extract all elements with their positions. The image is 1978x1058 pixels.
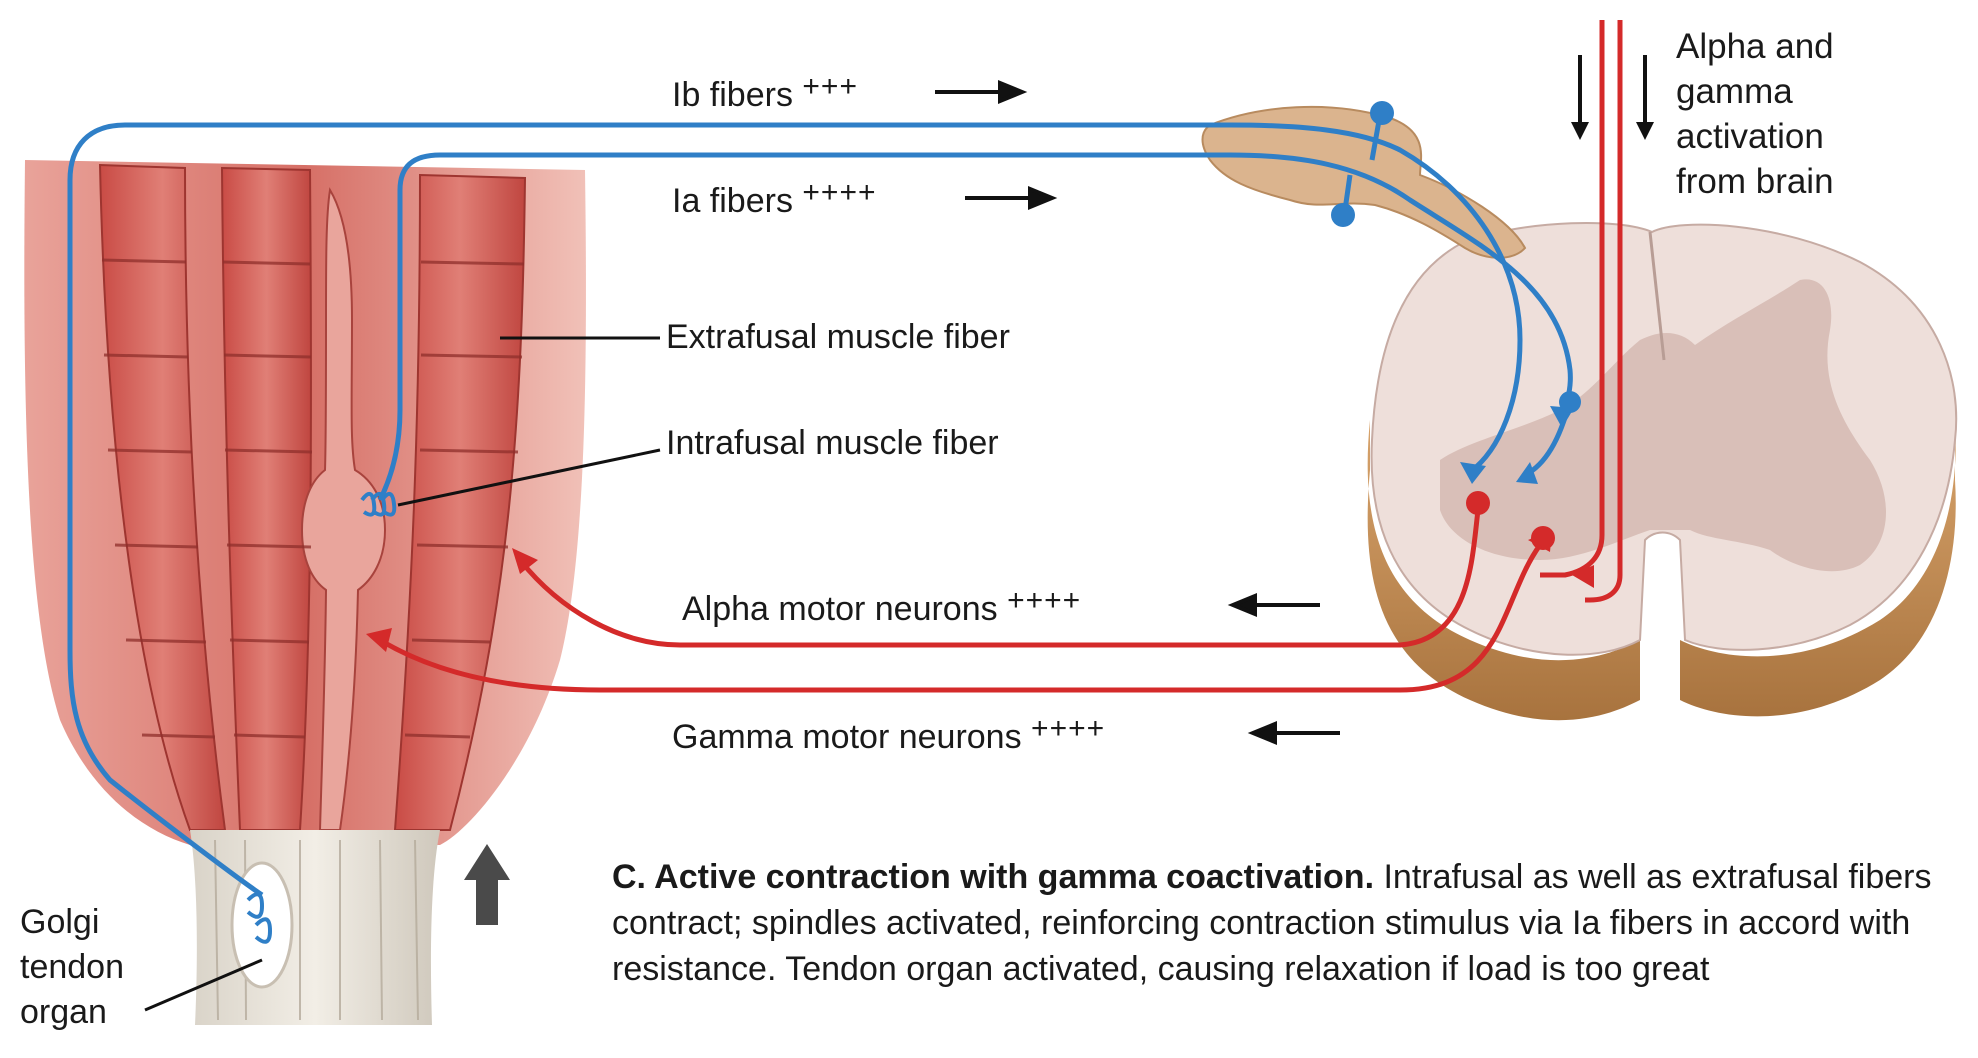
muscle-fiber bbox=[220, 166, 312, 831]
ib-fibers-label: Ib fibers +++ bbox=[672, 70, 858, 115]
dorsal-root-ganglion bbox=[1201, 105, 1527, 259]
figure-caption: C. Active contraction with gamma coactiv… bbox=[612, 854, 1972, 992]
ib-fiber-pathway bbox=[67, 101, 1523, 898]
golgi-tendon-organ-label: Golgi tendon organ bbox=[20, 900, 124, 1035]
gamma-motor-neuron bbox=[1531, 526, 1555, 550]
muscle-striations bbox=[101, 258, 525, 739]
ia-fibers-label: Ia fibers ++++ bbox=[672, 176, 876, 221]
muscle bbox=[24, 160, 586, 1025]
golgi-label-line: tendon bbox=[20, 948, 124, 986]
ib-fibers-intensity: +++ bbox=[802, 70, 858, 103]
alpha-motor-intensity: ++++ bbox=[1007, 584, 1082, 617]
brain-label-line: from brain bbox=[1676, 162, 1834, 201]
muscle-fiber bbox=[393, 173, 527, 831]
alpha-motor-text: Alpha motor neurons bbox=[682, 590, 998, 628]
gamma-motor-text: Gamma motor neurons bbox=[672, 718, 1022, 756]
gamma-motor-intensity: ++++ bbox=[1031, 712, 1106, 745]
extrafusal-label: Extrafusal muscle fiber bbox=[666, 318, 1010, 356]
ib-fibers-text: Ib fibers bbox=[672, 76, 793, 114]
direction-arrows bbox=[935, 80, 1340, 745]
spinal-cord-side bbox=[1367, 420, 1640, 721]
spinal-cord bbox=[1201, 105, 1958, 721]
gamma-motor-label: Gamma motor neurons ++++ bbox=[672, 712, 1105, 757]
golgi-label-line: Golgi bbox=[20, 903, 100, 941]
ia-fibers-intensity: ++++ bbox=[802, 176, 877, 209]
alpha-motor-label: Alpha motor neurons ++++ bbox=[682, 584, 1081, 629]
dorsal-median-sulcus bbox=[1648, 231, 1666, 361]
intrafusal-label: Intrafusal muscle fiber bbox=[666, 424, 999, 462]
contraction-arrow bbox=[464, 844, 510, 925]
caption-heading: C. Active contraction with gamma coactiv… bbox=[612, 858, 1375, 896]
leader-lines bbox=[144, 336, 661, 1012]
brain-activation-label: Alpha and gamma activation from brain bbox=[1676, 24, 1834, 204]
ia-fibers-text: Ia fibers bbox=[672, 182, 793, 220]
golgi-tendon-organ bbox=[230, 861, 294, 989]
spindle-receptor-coil bbox=[360, 492, 397, 517]
ia-ganglion-cell bbox=[1331, 203, 1355, 227]
ia-fiber-pathway bbox=[377, 152, 1581, 502]
alpha-motor-neuron bbox=[1466, 491, 1490, 515]
brain-label-line: Alpha and bbox=[1676, 27, 1834, 66]
gamma-motor-pathway bbox=[366, 526, 1555, 693]
golgi-receptor-coil bbox=[246, 892, 273, 944]
tendon bbox=[190, 830, 440, 1025]
caption-body: Intrafusal as well as extrafusal fibers … bbox=[612, 858, 1932, 988]
ib-ganglion-cell bbox=[1370, 101, 1394, 125]
gray-matter bbox=[1440, 279, 1887, 572]
brain-label-line: gamma bbox=[1676, 72, 1793, 111]
alpha-motor-pathway bbox=[512, 491, 1490, 648]
golgi-label-line: organ bbox=[20, 993, 107, 1031]
interneuron bbox=[1559, 391, 1581, 413]
brain-label-line: activation bbox=[1676, 117, 1824, 156]
